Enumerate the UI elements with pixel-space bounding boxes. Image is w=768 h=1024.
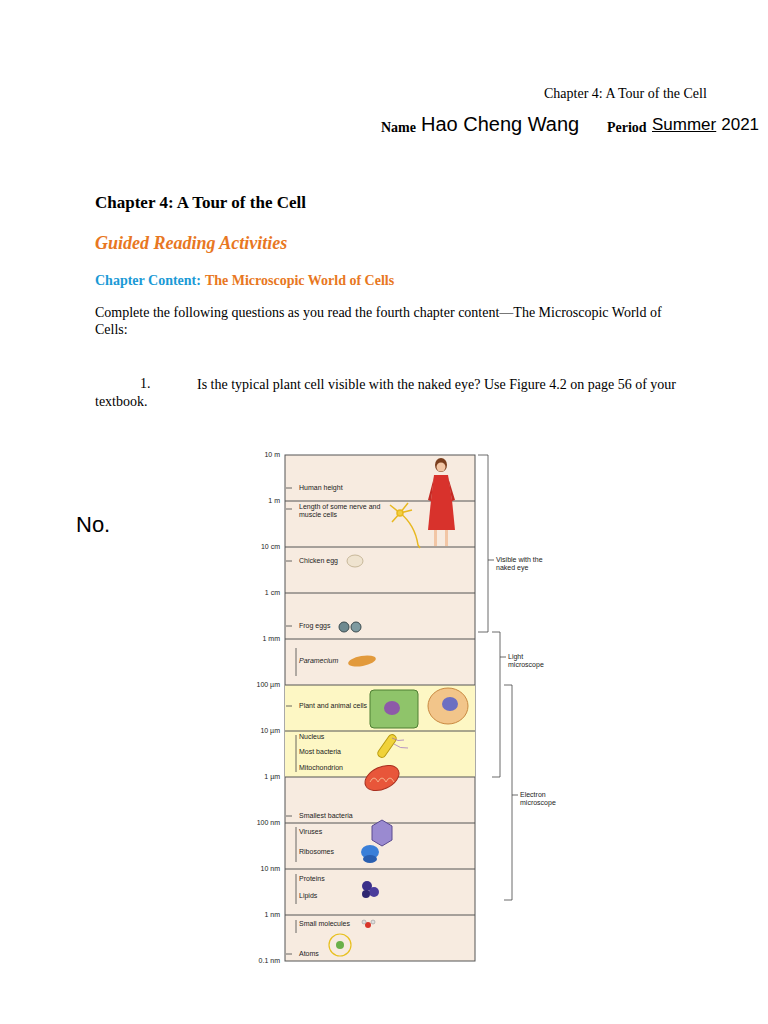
period-value: 2021 [721, 115, 759, 135]
woman-figure [428, 458, 455, 546]
scale-tick-label: 1 µm [264, 773, 280, 781]
item-label: Chicken egg [299, 557, 338, 565]
item-label: Proteins [299, 875, 325, 883]
scale-tick-label: 100 nm [257, 819, 280, 827]
item-label: Frog eggs [299, 622, 331, 630]
item-label: Lipids [299, 892, 317, 900]
item-label: Mitochondrion [299, 764, 343, 772]
question-text: Is the typical plant cell visible with t… [95, 376, 725, 410]
scale-tick-label: 1 m [268, 497, 280, 505]
range-label: Visible with the naked eye [496, 556, 554, 572]
field-label: Period [607, 120, 647, 136]
item-label: Most bacteria [299, 748, 341, 756]
scale-tick-label: 100 µm [257, 681, 281, 689]
item-label: Ribosomes [299, 848, 334, 856]
scale-tick-label: 0.1 nm [259, 957, 280, 965]
scale-tick-label: 1 cm [265, 589, 280, 597]
answer-text: No. [76, 512, 110, 538]
content-title: The Microscopic World of Cells [205, 273, 394, 289]
question-number: 1. [140, 376, 151, 392]
scale-tick-label: 10 nm [261, 865, 280, 873]
scale-tick-label: 10 cm [261, 543, 280, 551]
handwritten-name: Hao Cheng Wang [421, 113, 579, 136]
item-label: Nucleus [299, 733, 324, 741]
item-label: Smallest bacteria [299, 812, 353, 820]
scale-tick-label: 1 mm [263, 635, 281, 643]
item-label: Plant and animal cells [299, 702, 367, 710]
header-text: Chapter 4: A Tour of the Cell [544, 86, 707, 102]
item-label: Human height [299, 484, 343, 492]
scale-tick-label: 1 nm [264, 911, 280, 919]
scale-tick-label: 10 µm [260, 727, 280, 735]
content-label: Chapter Content: [95, 273, 201, 289]
period-value: Summer [652, 115, 716, 135]
page-title: Chapter 4: A Tour of the Cell [95, 193, 306, 213]
section-heading: Guided Reading Activities [95, 233, 287, 254]
instructions: Complete the following questions as you … [95, 304, 695, 338]
item-label: Small molecules [299, 920, 350, 928]
field-label: Name [381, 120, 416, 136]
item-label: Paramecium [299, 657, 338, 665]
item-label: Length of some nerve and muscle cells [299, 503, 389, 519]
item-label: Atoms [299, 950, 319, 958]
range-label: Electron microscope [520, 791, 564, 807]
range-label: Light microscope [508, 653, 548, 669]
scale-tick-label: 10 m [264, 451, 280, 459]
item-label: Viruses [299, 828, 322, 836]
nerve-cell [390, 503, 420, 548]
